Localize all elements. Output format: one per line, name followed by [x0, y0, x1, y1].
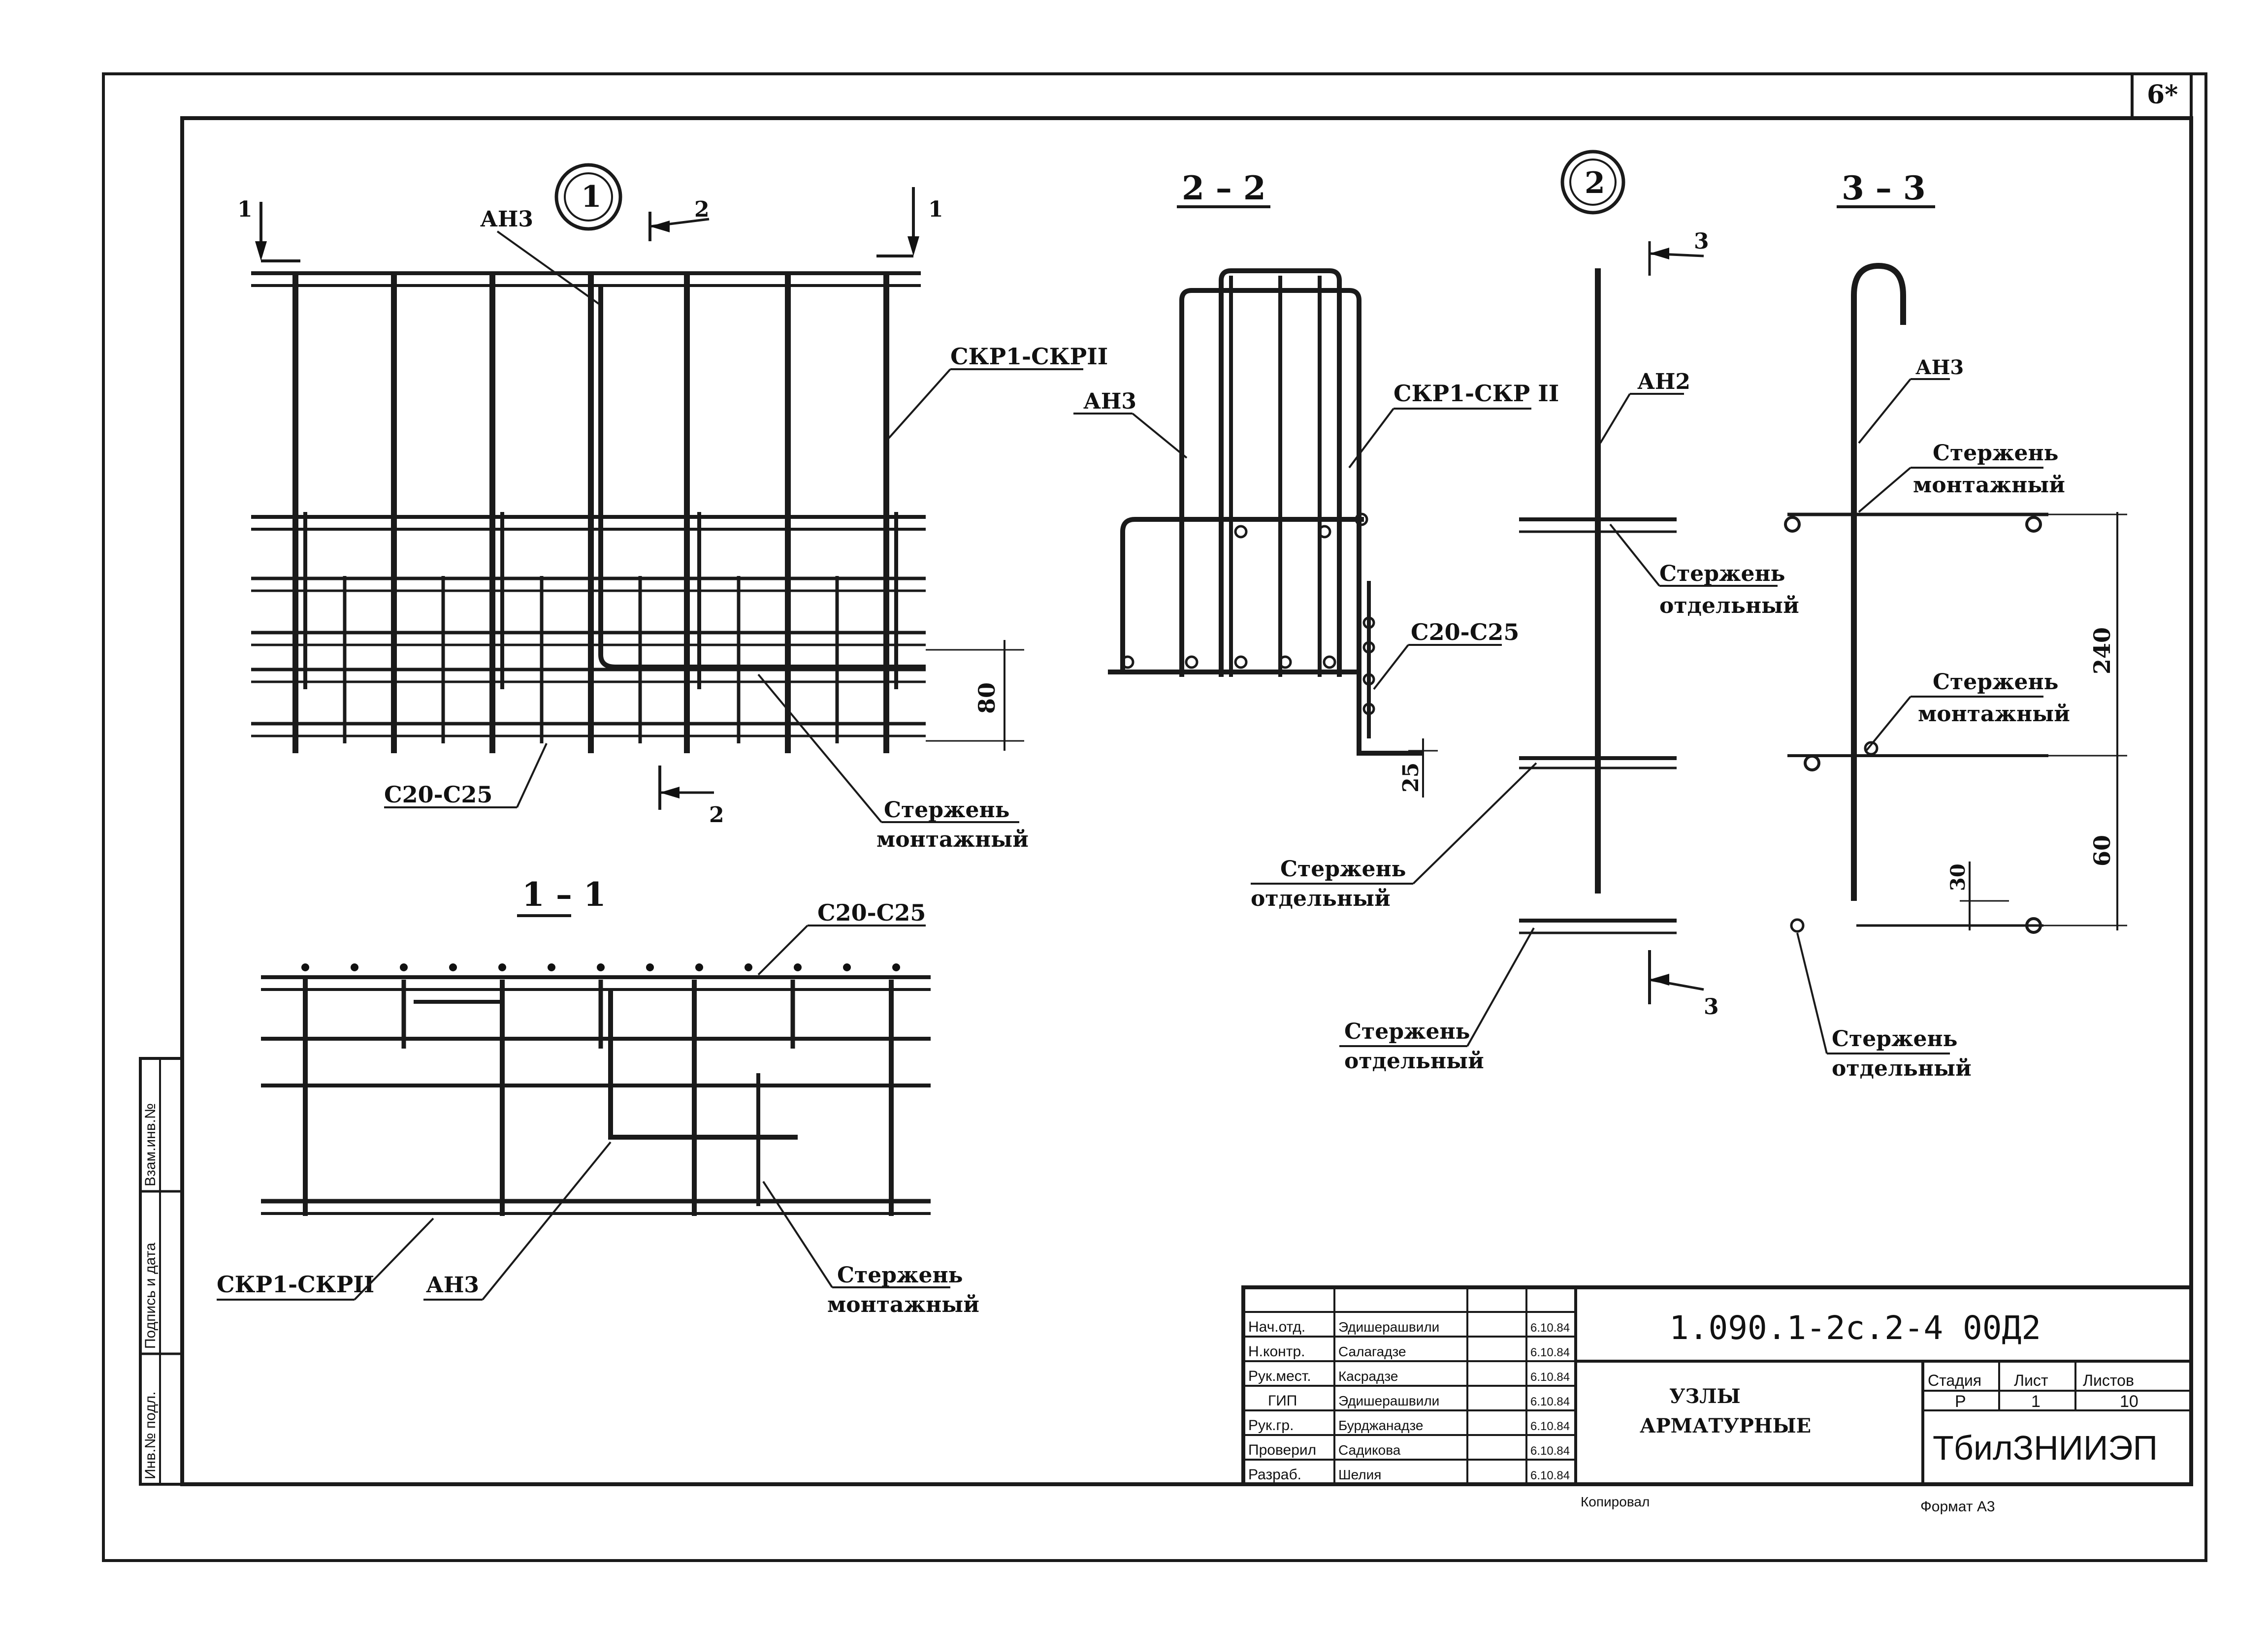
stamp-date-3: 6.10.84 — [1530, 1371, 1570, 1384]
stamp-role-4: ГИП — [1268, 1393, 1297, 1409]
inner-frame — [180, 116, 2193, 1486]
dim-240: 240 — [2089, 627, 2115, 674]
dim-30: 30 — [1946, 863, 1970, 891]
cut-2-top: 2 — [694, 197, 710, 222]
label-ah3-11: АН3 — [426, 1273, 479, 1298]
cut-2-bottom: 2 — [709, 802, 724, 828]
side-label-3: Инв.№ подл. — [142, 1391, 159, 1479]
label-rod-sep-4: Стержень — [1832, 1026, 1958, 1052]
side-stamp — [139, 1057, 184, 1486]
dim-25: 25 — [1398, 763, 1424, 793]
label-rod-mont-4: Стержень — [837, 1263, 963, 1288]
label-ah3-33: АН3 — [1915, 356, 1964, 379]
label-rod-sep-1: Стержень — [1659, 561, 1785, 586]
label-rod-sep-4b: отдельный — [1832, 1056, 1972, 1081]
label-ah3-22: АН3 — [1083, 389, 1136, 414]
stamp-name-7: Шелия — [1338, 1467, 1381, 1482]
stamp-title-2: АРМАТУРНЫЕ — [1640, 1414, 1811, 1437]
section-3-3: 3 – 3 АН3 Стержень монтажный Стержень мо… — [1784, 169, 2127, 1081]
label-rod-mont-1b: монтажный — [876, 827, 1029, 852]
section-2-2-dots — [1121, 512, 1375, 715]
stamp-sheets: 10 — [2120, 1392, 2138, 1411]
label-rod-sep-2b: отдельный — [1251, 886, 1391, 911]
node-2-number: 2 — [1585, 166, 1605, 200]
label-rod-mont-3: Стержень — [1933, 670, 2059, 695]
section-3-3-title: 3 – 3 — [1842, 169, 1926, 207]
stamp-role-1: Нач.отд. — [1248, 1319, 1305, 1335]
side-label-1: Взам.инв.№ — [142, 1103, 159, 1186]
label-rod-mont-3b: монтажный — [1918, 702, 2070, 727]
label-c20-11: С20-С25 — [817, 899, 926, 926]
label-rod-mont-4b: монтажный — [827, 1292, 979, 1317]
side-label-2: Подпись и дата — [142, 1243, 159, 1349]
view-2-node: 2 3 3 АН2 Стержень отдельный Стержень от… — [1251, 150, 1799, 1074]
stamp-name-6: Садикова — [1338, 1442, 1401, 1458]
label-ah3-top: АН3 — [480, 207, 533, 232]
label-rod-mont-2: Стержень — [1933, 441, 2059, 466]
sheet-mark: 6* — [2147, 80, 2178, 110]
label-ckp-11: СКР1-СКРII — [217, 1271, 374, 1298]
stamp-sheet: 1 — [2031, 1392, 2041, 1411]
outer-frame — [102, 72, 2207, 1562]
section-1-1-dots — [301, 963, 900, 971]
stamp-date-1: 6.10.84 — [1530, 1321, 1570, 1335]
section-2-2: 2 – 2 АН3 СКР1-СКР II С2 — [1073, 169, 1559, 798]
cut-1-left: 1 — [237, 197, 253, 222]
stamp-role-2: Н.контр. — [1248, 1343, 1305, 1360]
title-block: Нач.отд. Эдишерашвили 6.10.84 Н.контр. С… — [1241, 1285, 2193, 1515]
dim-80: 80 — [973, 682, 1000, 714]
label-rod-mont-1: Стержень — [884, 798, 1010, 823]
copied-label: Копировал — [1581, 1494, 1650, 1509]
stamp-role-6: Проверил — [1248, 1442, 1316, 1458]
stamp-name-2: Салагадзе — [1338, 1344, 1406, 1359]
label-rod-sep-3b: отдельный — [1344, 1049, 1484, 1074]
sheet-mark-box — [2131, 72, 2193, 120]
stamp-title-1: УЗЛЫ — [1669, 1385, 1741, 1408]
label-rod-sep-3: Стержень — [1344, 1019, 1470, 1044]
stamp-date-5: 6.10.84 — [1530, 1420, 1570, 1433]
stamp-role-3: Рук.мест. — [1248, 1368, 1311, 1384]
section-2-2-title: 2 – 2 — [1182, 169, 1266, 207]
section-1-1: 1 – 1 С20-С25 СКР1-СКРII — [217, 875, 979, 1317]
stamp-org: ТбилЗНИИЭП — [1933, 1429, 2158, 1467]
dim-60: 60 — [2089, 835, 2115, 866]
stamp-date-2: 6.10.84 — [1530, 1346, 1570, 1359]
stamp-name-3: Касрадзе — [1338, 1369, 1398, 1384]
cut-1-right: 1 — [928, 197, 943, 222]
label-rod-mont-2b: монтажный — [1913, 473, 2065, 498]
stamp-stage-h: Стадия — [1928, 1372, 1981, 1389]
stamp-date-7: 6.10.84 — [1530, 1469, 1570, 1482]
stamp-stage: Р — [1955, 1392, 1966, 1411]
stamp-sheets-h: Листов — [2083, 1372, 2134, 1389]
cut-3-top: 3 — [1694, 229, 1709, 254]
label-c20-top: С20-С25 — [384, 781, 492, 808]
cut-3-bottom: 3 — [1704, 994, 1719, 1020]
stamp-sheet-h: Лист — [2014, 1372, 2048, 1389]
label-rod-sep-2: Стержень — [1280, 857, 1406, 882]
node-1-number: 1 — [581, 180, 602, 214]
label-ckp-top: СКР1-СКРII — [950, 343, 1108, 370]
stamp-date-6: 6.10.84 — [1530, 1444, 1570, 1458]
stamp-name-4: Эдишерашвили — [1338, 1393, 1439, 1408]
stamp-name-1: Эдишерашвили — [1338, 1319, 1439, 1335]
label-rod-sep-1b: отдельный — [1659, 593, 1799, 618]
stamp-date-4: 6.10.84 — [1530, 1395, 1570, 1408]
section-1-1-title: 1 – 1 — [522, 875, 606, 914]
view-1-plan: 1 1 1 2 2 — [237, 163, 1108, 852]
node-1-circle — [554, 163, 622, 231]
stamp-code: 1.090.1-2с.2-4 00Д2 — [1669, 1309, 2041, 1347]
stamp-role-7: Разраб. — [1248, 1467, 1301, 1483]
stamp-role-5: Рук.гр. — [1248, 1417, 1294, 1434]
stamp-name-5: Бурджанадзе — [1338, 1418, 1423, 1433]
label-ckp-22: СКР1-СКР II — [1393, 380, 1559, 407]
label-c20-22: С20-С25 — [1411, 619, 1519, 645]
format-label: Формат А3 — [1920, 1499, 1995, 1515]
label-ah2: АН2 — [1637, 369, 1690, 394]
node-2-circle — [1560, 150, 1625, 215]
